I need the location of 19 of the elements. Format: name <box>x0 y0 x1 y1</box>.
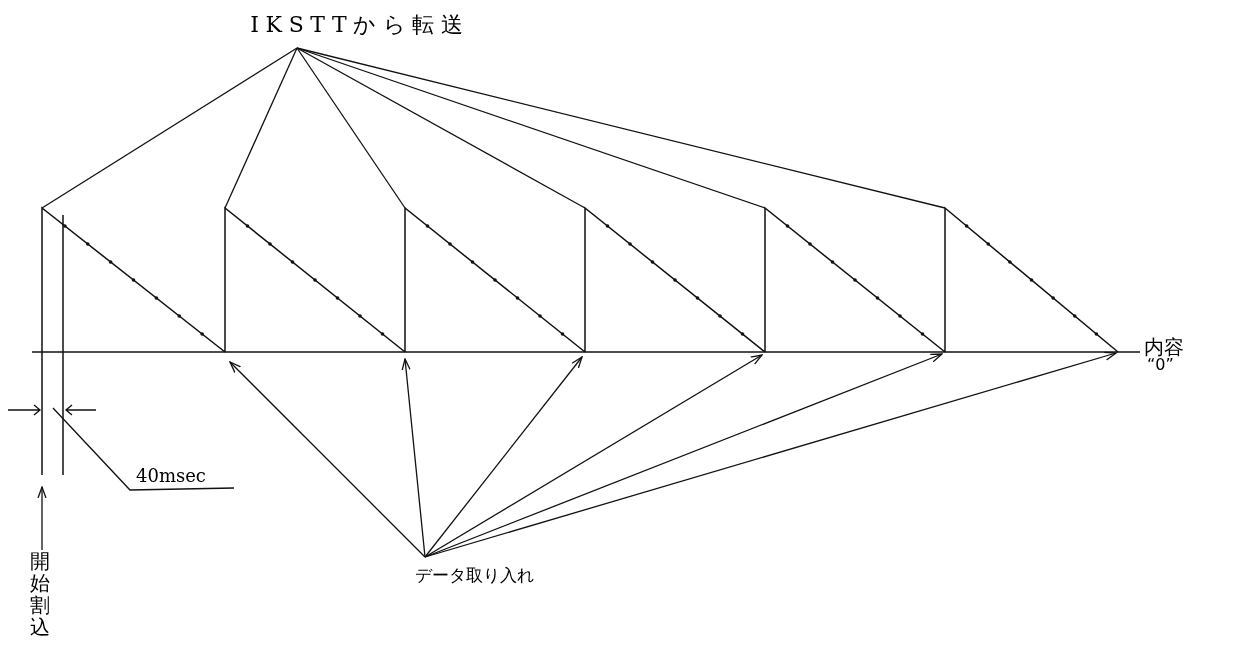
vertical-label: 開始割込 <box>30 550 50 638</box>
arrow <box>37 486 47 551</box>
arrow <box>401 358 426 558</box>
dimension-label: 40msec <box>136 464 206 488</box>
leader-line <box>296 47 766 209</box>
leader-line <box>296 47 946 209</box>
leader-line <box>296 47 406 209</box>
arrow <box>424 351 1117 558</box>
diagram-label: データ取り入れ <box>415 564 534 587</box>
arrow <box>424 353 943 558</box>
leader-line <box>41 47 298 209</box>
diagram-label: IKSTTから転送 <box>250 11 470 39</box>
arrow <box>229 361 426 558</box>
leader-line <box>296 47 586 209</box>
arrow <box>424 354 763 558</box>
axis-label: “0” <box>1147 357 1174 373</box>
arrow <box>424 356 583 558</box>
axis-label: 内容 <box>1144 337 1184 357</box>
leader-line <box>224 47 298 209</box>
